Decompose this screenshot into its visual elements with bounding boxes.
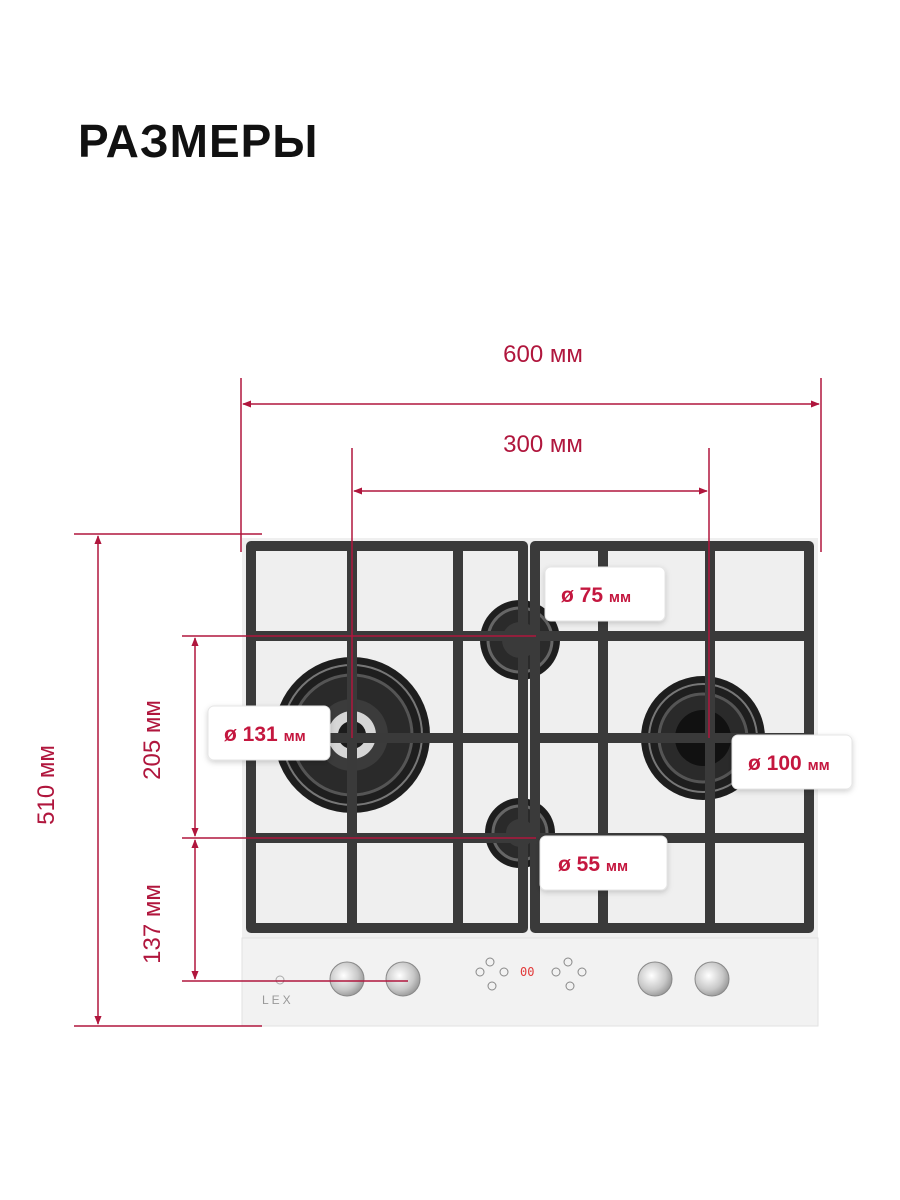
brand-logo-icon bbox=[275, 975, 285, 985]
dim-depth-front: 137 мм bbox=[139, 884, 166, 964]
callout-unit: мм bbox=[284, 728, 306, 745]
timer-display: 00 bbox=[520, 965, 534, 979]
knob-4 bbox=[694, 961, 730, 997]
svg-text:ø 131 мм: ø 131 мм bbox=[224, 723, 306, 746]
callout-value: 100 bbox=[767, 752, 802, 775]
dimension-labels: 600 мм 300 мм 510 мм 205 мм 137 мм bbox=[33, 341, 583, 964]
svg-text:ø 100 мм: ø 100 мм bbox=[748, 752, 830, 775]
callout-right: ø 100 мм bbox=[731, 734, 853, 790]
callout-left: ø 131 мм bbox=[207, 705, 331, 761]
callout-symbol: ø bbox=[558, 853, 571, 876]
knob-3 bbox=[637, 961, 673, 997]
callout-symbol: ø bbox=[748, 752, 761, 775]
brand-logo: LEX bbox=[262, 993, 294, 1007]
callout-bottom-center: ø 55 мм bbox=[539, 835, 668, 891]
page-title: РАЗМЕРЫ bbox=[78, 115, 319, 167]
knob-1 bbox=[329, 961, 365, 997]
callout-unit: мм bbox=[808, 757, 830, 774]
control-knobs bbox=[329, 961, 730, 997]
callout-symbol: ø bbox=[224, 723, 237, 746]
dim-width-total: 600 мм bbox=[503, 341, 583, 368]
dimension-lines bbox=[74, 378, 822, 1027]
callout-value: 75 bbox=[580, 584, 604, 607]
callout-top-center: ø 75 мм bbox=[544, 566, 666, 622]
callout-value: 131 bbox=[243, 723, 278, 746]
svg-text:ø 55 мм: ø 55 мм bbox=[558, 853, 628, 876]
dim-depth-mid: 205 мм bbox=[139, 700, 166, 780]
knob-2 bbox=[385, 961, 421, 997]
svg-text:ø 75 мм: ø 75 мм bbox=[561, 584, 631, 607]
callout-unit: мм bbox=[606, 858, 628, 875]
control-panel bbox=[241, 937, 819, 1027]
touch-controls bbox=[475, 957, 587, 991]
dim-burner-spacing: 300 мм bbox=[503, 431, 583, 458]
callout-symbol: ø bbox=[561, 584, 574, 607]
callout-unit: мм bbox=[609, 589, 631, 606]
dim-depth-total: 510 мм bbox=[33, 745, 60, 825]
callout-value: 55 bbox=[577, 853, 601, 876]
